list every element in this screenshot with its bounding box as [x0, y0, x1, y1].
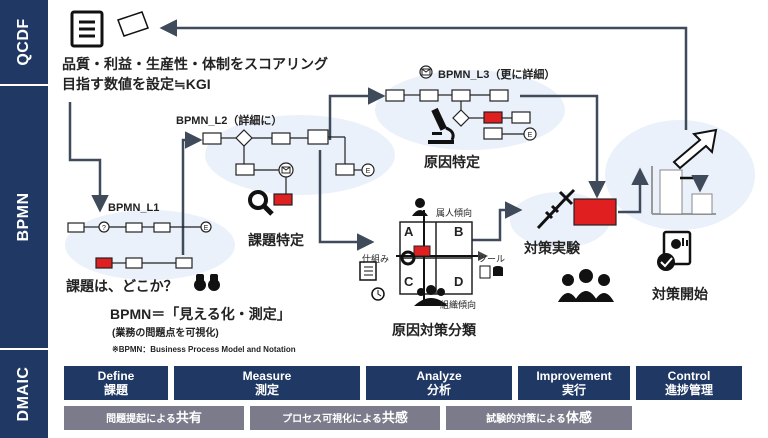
- experiment-label: 対策実験: [524, 240, 580, 256]
- where-issue-label: 課題は、どこか？: [66, 278, 178, 294]
- quadrant-matrix: [396, 210, 488, 306]
- qcdf-band: QCDF: [0, 0, 48, 84]
- arrow-l1-to-l2: [181, 131, 203, 255]
- phase-analyze-en: Analyze: [416, 369, 462, 383]
- bpmn-definition-subtitle: (業務の問題点を可視化): [112, 328, 219, 339]
- l3-highlight: [375, 70, 565, 150]
- svg-text:E: E: [204, 225, 209, 232]
- arrow-start-to-qcdf: [159, 19, 688, 130]
- growth-arrow-icon: [672, 128, 718, 170]
- shared-trial-pre: 試験的対策による: [486, 414, 566, 425]
- quadrant-a: A: [404, 224, 414, 239]
- issue-identify-label: 課題特定: [248, 232, 304, 248]
- arrow-classify-to-experiment: [472, 201, 523, 242]
- arrow-l2-to-l3: [328, 87, 386, 140]
- start-label: 対策開始: [652, 286, 708, 302]
- shared-problem: 問題提起による共有: [64, 406, 244, 430]
- heading-line2: 目指す数値を設定≒KGI: [62, 76, 211, 92]
- bar-chart-icon: [651, 166, 716, 215]
- group-icon: [414, 285, 448, 306]
- cause-identify-label: 原因特定: [424, 154, 480, 170]
- shared-problem-pre: 問題提起による: [106, 414, 176, 425]
- arrow-l2-to-classify: [318, 150, 375, 251]
- report-icon: [70, 10, 104, 48]
- phase-control-en: Control: [667, 369, 711, 383]
- shared-trial-em: 体感: [565, 410, 592, 425]
- tools-icon: [479, 265, 503, 279]
- cause-classify-label: 原因対策分類: [392, 322, 476, 338]
- phase-define-en: Define: [97, 369, 135, 383]
- svg-text:?: ?: [102, 225, 106, 232]
- phase-measure-ja: 測定: [254, 383, 279, 397]
- l2-flow: [202, 129, 375, 206]
- bpmn-definition-note: ※BPMN：Business Process Model and Notatio…: [112, 345, 296, 354]
- experiment-box: [573, 198, 617, 226]
- bpmn-l1-label: BPMN_L1: [108, 202, 160, 214]
- search-icon: [248, 190, 274, 216]
- phase-define-ja: 課題: [103, 383, 128, 397]
- l1-highlight: [65, 210, 235, 280]
- clock-icon: [371, 287, 385, 301]
- l1-flow: [67, 221, 212, 269]
- finish-flag-icon: [117, 11, 149, 37]
- bpmn-l2-label: BPMN_L2（詳細に）: [176, 115, 283, 127]
- report-check-icon: [657, 230, 692, 271]
- svg-text:E: E: [366, 168, 371, 175]
- phase-analyze-ja: 分析: [426, 383, 451, 397]
- quadrant-bottom-label: 組織傾向: [440, 300, 477, 310]
- bpmn-l3-label: BPMN_L3（更に詳細）: [438, 69, 556, 81]
- arrow-experiment-to-start: [618, 167, 649, 214]
- mail-icon: [281, 68, 431, 174]
- arrow-kgi-to-l1: [68, 102, 109, 213]
- quadrant-top-label: 属人傾向: [436, 208, 473, 218]
- team-icon: [558, 269, 614, 302]
- svg-text:E: E: [528, 132, 533, 139]
- person-icon: [412, 198, 428, 216]
- quadrant-b: B: [454, 224, 464, 239]
- phase-control-ja: 進捗管理: [664, 383, 713, 397]
- microscope-icon: [428, 107, 455, 144]
- bpmn-band: BPMN: [0, 86, 48, 348]
- shared-process-em: 共感: [381, 410, 408, 425]
- shared-problem-em: 共有: [175, 410, 202, 425]
- shared-process: プロセス可視化による共感: [250, 406, 440, 430]
- phase-measure-en: Measure: [242, 369, 292, 383]
- quadrant-right-label: ツール: [478, 254, 506, 264]
- syringe-icon: [536, 188, 576, 230]
- quadrant-c: C: [404, 274, 414, 289]
- heading-line1: 品質・利益・生産性・体制をスコアリング: [62, 56, 328, 72]
- arrow-l3-to-experiment: [520, 94, 606, 199]
- phase-improvement-en: Improvement: [536, 369, 612, 383]
- quadrant-left-label: 仕組み: [362, 254, 390, 264]
- quadrant-d: D: [454, 274, 464, 289]
- binoculars-icon: [194, 274, 220, 291]
- shared-process-pre: プロセス可視化による: [282, 414, 382, 425]
- bpmn-definition-title: BPMN＝「見える化・測定」: [110, 306, 291, 322]
- shared-trial: 試験的対策による体感: [446, 406, 632, 430]
- dmaic-band: DMAIC: [0, 350, 48, 438]
- phase-improvement-ja: 実行: [561, 383, 586, 397]
- checklist-icon: [359, 261, 377, 281]
